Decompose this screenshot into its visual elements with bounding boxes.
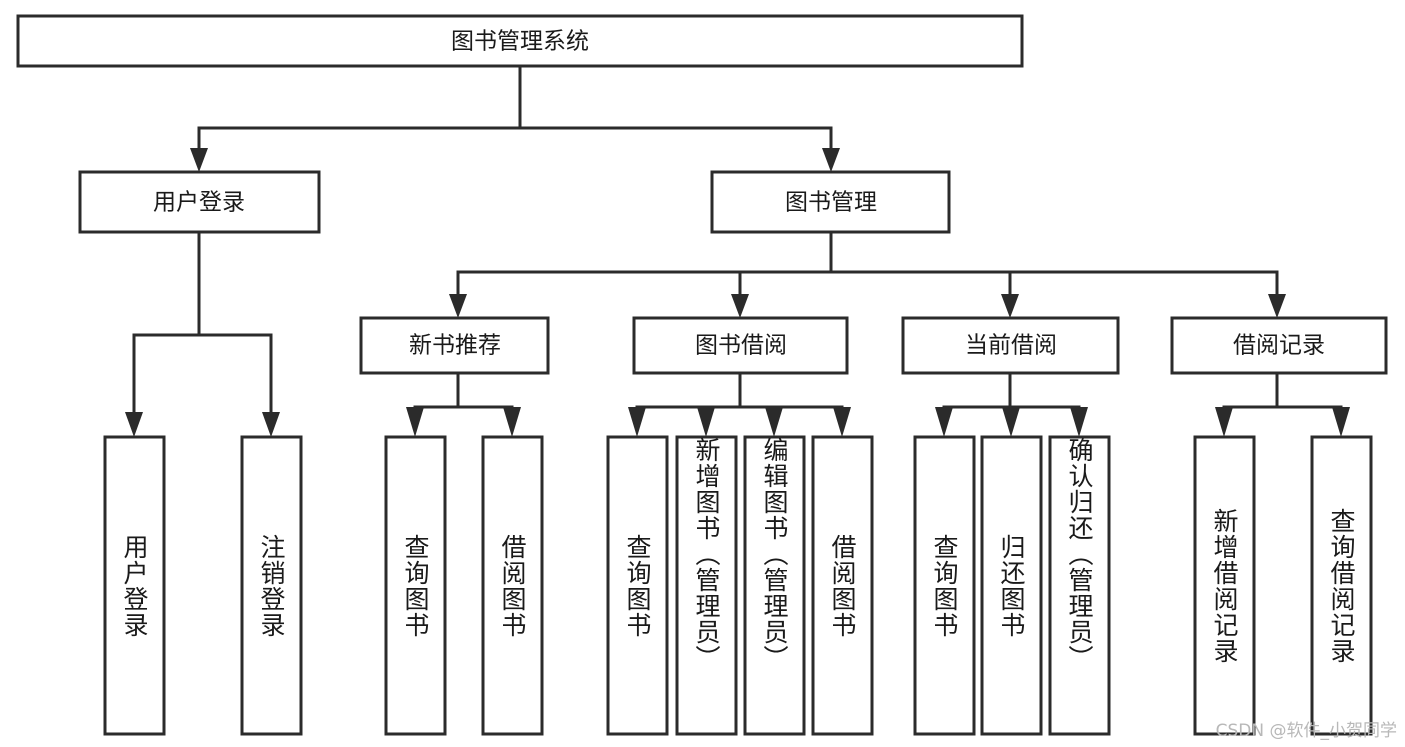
connector-group-new-book-recommend <box>406 371 521 437</box>
arrow-head-leaf-borrow-book-2 <box>833 407 851 437</box>
leaf-box-return-book[interactable] <box>980 435 1043 736</box>
arrow-head-user-login <box>190 148 208 172</box>
leaf-box-query-record[interactable] <box>1310 435 1373 736</box>
connector-group-borrow-record <box>1215 371 1350 437</box>
arrow-head-leaf-logout-login <box>262 412 280 437</box>
leaf-box-query-book-1[interactable] <box>384 435 447 736</box>
leaf-box-add-book[interactable] <box>675 435 738 736</box>
node-label-user-login: 用户登录 <box>153 190 245 216</box>
node-box-borrow-record[interactable] <box>1170 316 1388 375</box>
node-label-new-book-recommend: 新书推荐 <box>409 333 501 359</box>
arrow-head-leaf-add-record <box>1215 407 1233 437</box>
node-box-root[interactable] <box>16 14 1024 68</box>
leaf-box-logout-login[interactable] <box>240 435 303 736</box>
connector-group-user-login <box>125 230 280 437</box>
node-box-book-borrow[interactable] <box>632 316 849 375</box>
node-box-current-borrow[interactable] <box>901 316 1120 375</box>
connector-group-book-borrow <box>628 371 851 437</box>
node-box-new-book-recommend[interactable] <box>359 316 550 375</box>
connector-group-book-manage <box>449 230 1286 318</box>
arrow-head-leaf-query-book-3 <box>935 407 953 437</box>
node-box-book-manage[interactable] <box>710 170 951 234</box>
leaf-box-edit-book[interactable] <box>743 435 806 736</box>
node-label-current-borrow: 当前借阅 <box>965 333 1057 359</box>
arrow-head-leaf-edit-book <box>765 407 783 437</box>
arrow-head-borrow-record <box>1268 294 1286 318</box>
leaf-box-user-login[interactable] <box>103 435 166 736</box>
node-label-book-borrow: 图书借阅 <box>695 333 787 359</box>
connector-group-root <box>190 64 840 172</box>
arrow-head-leaf-add-book <box>697 407 715 437</box>
arrow-head-current-borrow <box>1001 294 1019 318</box>
arrow-head-leaf-query-record <box>1332 407 1350 437</box>
arrow-head-leaf-borrow-book-1 <box>503 407 521 437</box>
arrow-head-book-borrow <box>731 294 749 318</box>
arrow-head-leaf-user-login <box>125 412 143 437</box>
arrow-head-leaf-confirm-return <box>1070 407 1088 437</box>
leaf-box-borrow-book-1[interactable] <box>481 435 544 736</box>
connector-group-current-borrow <box>935 371 1088 437</box>
node-label-borrow-record: 借阅记录 <box>1233 333 1325 359</box>
arrow-head-leaf-query-book-1 <box>406 407 424 437</box>
arrow-head-leaf-return-book <box>1002 407 1020 437</box>
arrow-head-book-manage <box>822 148 840 172</box>
leaf-box-borrow-book-2[interactable] <box>811 435 874 736</box>
leaf-box-query-book-2[interactable] <box>606 435 669 736</box>
node-label-book-manage: 图书管理 <box>785 190 877 216</box>
arrow-head-leaf-query-book-2 <box>628 407 646 437</box>
node-label-root: 图书管理系统 <box>451 29 589 55</box>
leaf-box-query-book-3[interactable] <box>913 435 976 736</box>
leaf-box-add-record[interactable] <box>1193 435 1256 736</box>
leaf-box-confirm-return[interactable] <box>1048 435 1111 736</box>
node-box-user-login[interactable] <box>78 170 321 234</box>
arrow-head-new-book-recommend <box>449 294 467 318</box>
